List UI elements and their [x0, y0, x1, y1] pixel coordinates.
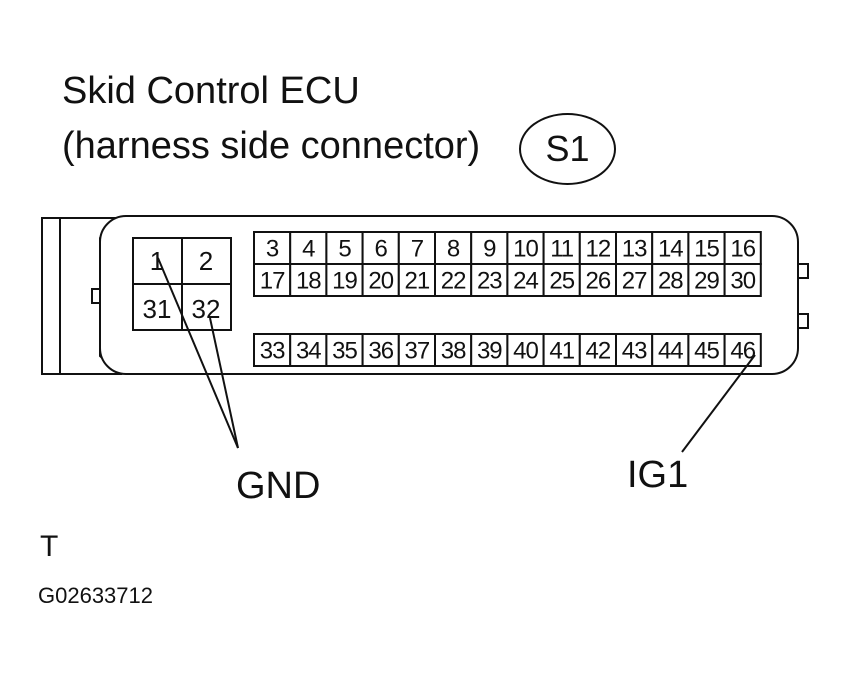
mark-t: T	[40, 530, 59, 563]
pin-number-12: 12	[586, 236, 611, 263]
pin-number-8: 8	[447, 236, 460, 263]
pin-number-14: 14	[658, 236, 683, 263]
pin-number-31: 31	[143, 294, 172, 324]
pin-cell-30	[723, 263, 762, 297]
pin-cell-45	[687, 333, 726, 367]
pin-number-19: 19	[332, 268, 357, 295]
pin-number-43: 43	[622, 338, 647, 365]
pin-number-24: 24	[513, 268, 538, 295]
pin-cell-24	[506, 263, 545, 297]
pin-number-22: 22	[441, 268, 466, 295]
pin-cell-18	[289, 263, 328, 297]
pin-number-2: 2	[199, 246, 213, 276]
pin-number-28: 28	[658, 268, 683, 295]
pin-number-16: 16	[730, 236, 755, 263]
gnd-leader-lines	[157, 257, 239, 449]
figure-code: G02633712	[38, 583, 153, 608]
pin-cell-40	[506, 333, 545, 367]
diagram-subtitle: (harness side connector)	[62, 125, 481, 167]
pin-number-3: 3	[266, 236, 279, 263]
pin-cell-33	[253, 333, 292, 367]
pin-cell-10	[506, 231, 545, 265]
pin-number-32: 32	[192, 294, 221, 324]
pin-number-17: 17	[260, 268, 285, 295]
pin-cell-28	[651, 263, 690, 297]
pin-number-35: 35	[332, 338, 357, 365]
pin-number-25: 25	[549, 268, 574, 295]
pin-number-44: 44	[658, 338, 683, 365]
pin-cell-46	[723, 333, 762, 367]
pin-number-21: 21	[405, 268, 430, 295]
pin-number-27: 27	[622, 268, 647, 295]
pin-number-6: 6	[375, 236, 388, 263]
pin-cell-16	[723, 231, 762, 265]
pin-number-37: 37	[405, 338, 430, 365]
pin-number-34: 34	[296, 338, 321, 365]
pin-cell-35	[325, 333, 364, 367]
pin-number-39: 39	[477, 338, 502, 365]
pin-number-10: 10	[513, 236, 538, 263]
pin-number-38: 38	[441, 338, 466, 365]
pin-cell-3	[253, 231, 292, 265]
pin-number-20: 20	[368, 268, 393, 295]
pin-number-26: 26	[586, 268, 611, 295]
pin-cell-27	[615, 263, 654, 297]
pin-number-30: 30	[730, 268, 755, 295]
pin-number-13: 13	[622, 236, 647, 263]
pin-cell-44	[651, 333, 690, 367]
pin-cell-36	[361, 333, 400, 367]
diagram-title: Skid Control ECU	[62, 70, 360, 112]
pin-number-36: 36	[368, 338, 393, 365]
pin-cell-13	[615, 231, 654, 265]
pin-number-7: 7	[411, 236, 424, 263]
pin-cell-29	[687, 263, 726, 297]
pin-cell-37	[397, 333, 436, 367]
pin-number-33: 33	[260, 338, 285, 365]
pin-cell-43	[615, 333, 654, 367]
pin-number-1: 1	[150, 246, 164, 276]
pin-number-4: 4	[302, 236, 315, 263]
pin-cell-21	[397, 263, 436, 297]
pin-number-45: 45	[694, 338, 719, 365]
connector-id-badge: S1	[519, 113, 616, 185]
pin-number-41: 41	[549, 338, 574, 365]
pin-number-29: 29	[694, 268, 719, 295]
pin-cell-42	[578, 333, 617, 367]
pin-number-23: 23	[477, 268, 502, 295]
ig1-leader-line	[681, 354, 756, 453]
pin-number-40: 40	[513, 338, 538, 365]
pin-number-15: 15	[694, 236, 719, 263]
left-pin-block: 1 2 31 32	[143, 246, 221, 324]
pin-cell-41	[542, 333, 581, 367]
ig1-label: IG1	[627, 454, 689, 496]
pin-cell-12	[578, 231, 617, 265]
pin-cell-20	[361, 263, 400, 297]
pin-number-18: 18	[296, 268, 321, 295]
gnd-label: GND	[236, 465, 321, 507]
pin-number-11: 11	[550, 236, 574, 263]
pin-number-5: 5	[338, 236, 351, 263]
pin-number-42: 42	[586, 338, 611, 365]
pin-number-9: 9	[483, 236, 496, 263]
pin-cell-9	[470, 231, 509, 265]
